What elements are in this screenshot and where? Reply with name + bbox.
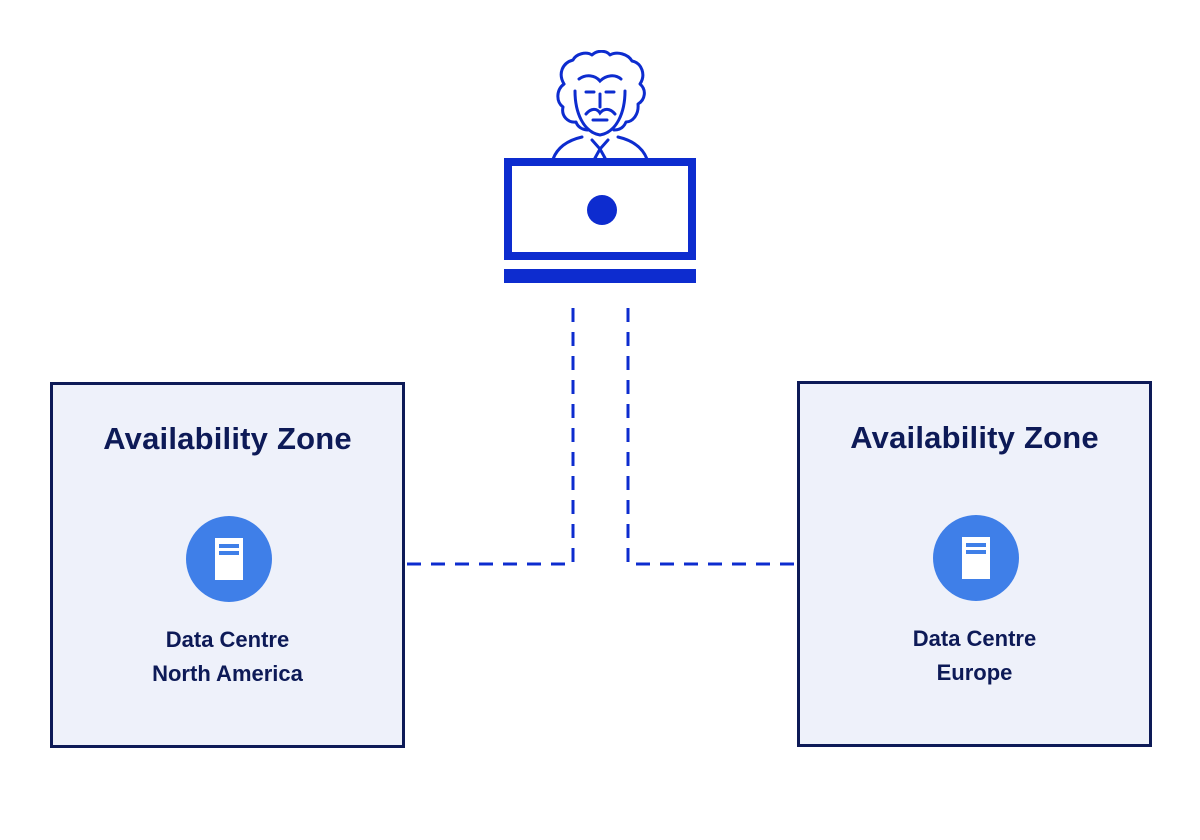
data-centre-label: Data Centre North America: [53, 623, 402, 691]
connection-line-right: [626, 308, 797, 566]
data-centre-label: Data Centre Europe: [800, 622, 1149, 690]
laptop-base: [504, 269, 696, 283]
zone-title: Availability Zone: [103, 421, 352, 456]
data-centre-label-line1: Data Centre: [912, 626, 1037, 651]
server-icon: [186, 516, 272, 602]
connection-line-left: [405, 308, 575, 566]
data-centre-label-line2: North America: [152, 661, 303, 686]
laptop-indicator-dot: [587, 195, 617, 225]
availability-zone-north-america: Availability Zone Data Centre North Amer…: [50, 382, 405, 748]
availability-zone-europe: Availability Zone Data Centre Europe: [797, 381, 1152, 747]
zone-title: Availability Zone: [850, 420, 1099, 455]
laptop-screen: [504, 158, 696, 260]
data-centre-label-line1: Data Centre: [165, 627, 290, 652]
scientist-avatar-icon: [548, 49, 652, 164]
server-icon: [933, 515, 1019, 601]
laptop-icon: [504, 158, 696, 284]
data-centre-label-line2: Europe: [936, 660, 1013, 685]
